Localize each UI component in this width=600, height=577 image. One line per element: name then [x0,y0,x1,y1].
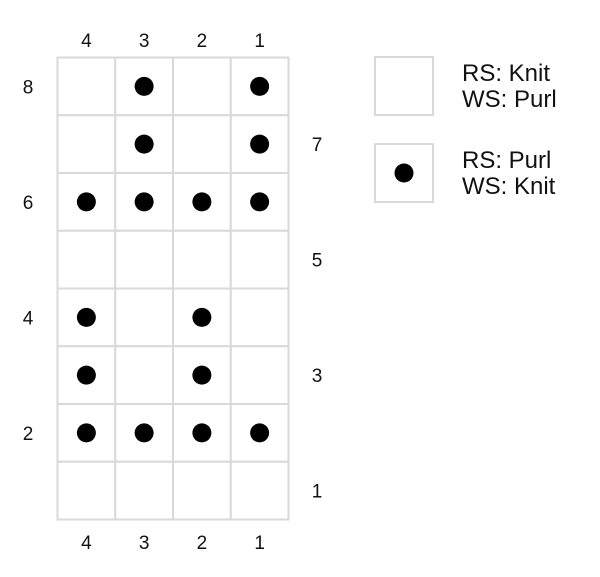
purl-dot-icon [134,134,154,154]
legend: RS: Knit WS: Purl RS: Purl WS: Knit [374,56,557,203]
row-label-right: 1 [312,482,323,503]
purl-dot-icon [192,307,212,327]
chart-cell [114,229,174,290]
legend-purl-dot-icon [394,163,414,183]
row-label-left: 8 [23,77,34,98]
chart-cell [229,345,290,405]
legend-knit-line1: RS: Knit [462,60,550,87]
column-label-top: 2 [197,31,208,52]
column-label-bottom: 3 [139,533,150,554]
column-label-top: 1 [254,31,265,52]
column-label-bottom: 1 [254,533,265,554]
chart-cell [56,460,117,521]
legend-knit-box [374,56,434,116]
chart-cell [172,114,232,174]
row-label-right: 5 [312,251,323,272]
chart-cell [56,114,117,174]
column-label-bottom: 2 [197,533,208,554]
purl-dot-icon [76,423,96,443]
chart-cell [172,229,232,290]
chart-cell [56,56,117,117]
row-label-left: 2 [23,424,34,445]
purl-dot-icon [192,423,212,443]
row-label-right: 3 [312,366,323,387]
purl-dot-icon [76,307,96,327]
purl-dot-icon [134,76,154,96]
purl-dot-icon [134,192,154,212]
chart-cell [172,460,232,521]
purl-dot-icon [250,192,270,212]
column-label-top: 4 [81,31,92,52]
chart-cell [114,460,174,521]
column-label-bottom: 4 [81,533,92,554]
chart-cell [229,229,290,290]
chart-cell [114,403,174,463]
purl-dot-icon [250,134,270,154]
chart-cell [172,56,232,117]
purl-dot-icon [250,76,270,96]
legend-knit-line2: WS: Purl [462,86,557,113]
legend-purl-line2: WS: Knit [462,173,556,200]
chart-cell [114,287,174,348]
legend-purl-line1: RS: Purl [462,147,551,174]
purl-dot-icon [76,365,96,385]
purl-dot-icon [134,423,154,443]
column-label-top: 3 [139,31,150,52]
purl-dot-icon [192,192,212,212]
row-label-left: 6 [23,193,34,214]
purl-dot-icon [76,192,96,212]
purl-dot-icon [250,423,270,443]
chart-cell [114,345,174,405]
chart-cell [229,460,290,521]
purl-dot-icon [192,365,212,385]
chart-cell [229,172,290,232]
row-label-left: 4 [23,308,34,329]
row-label-right: 7 [312,135,323,156]
chart-cell [229,287,290,348]
chart-cell [56,229,117,290]
